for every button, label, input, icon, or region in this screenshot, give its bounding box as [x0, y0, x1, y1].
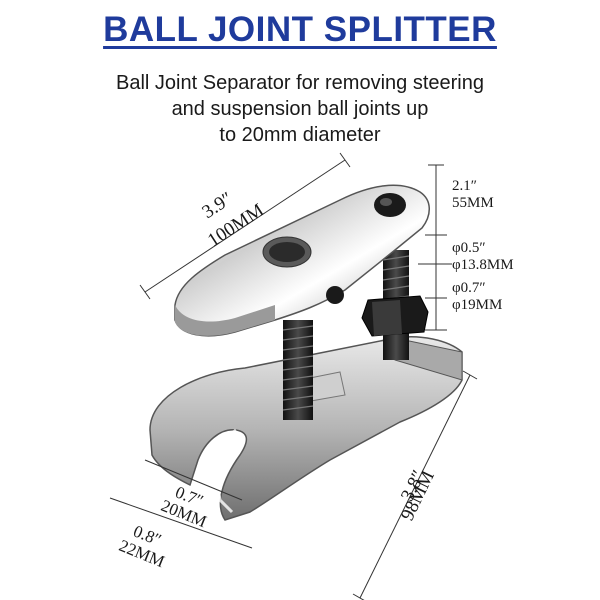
product-description: Ball Joint Separator for removing steeri… [60, 70, 540, 148]
bolt-diameter-inch-label: φ0.5″ [452, 240, 486, 256]
nut-diameter-mm-label: φ19MM [452, 297, 503, 313]
nut-diameter-inch-label: φ0.7″ [452, 280, 486, 296]
adjusting-bolt [361, 250, 429, 360]
description-line-1: Ball Joint Separator for removing steeri… [116, 72, 484, 94]
description-line-3: to 20mm diameter [219, 124, 381, 146]
upper-lever-arm [174, 184, 430, 337]
description-line-2: and suspension ball joints up [171, 98, 429, 120]
page-title: BALL JOINT SPLITTER [103, 10, 497, 49]
dimension-lines [109, 152, 478, 600]
height-mm-label: 55MM [452, 195, 494, 211]
pressure-bolt [282, 320, 314, 420]
height-inch-label: 2.1″ [452, 178, 477, 194]
bolt-diameter-mm-label: φ13.8MM [452, 257, 514, 273]
